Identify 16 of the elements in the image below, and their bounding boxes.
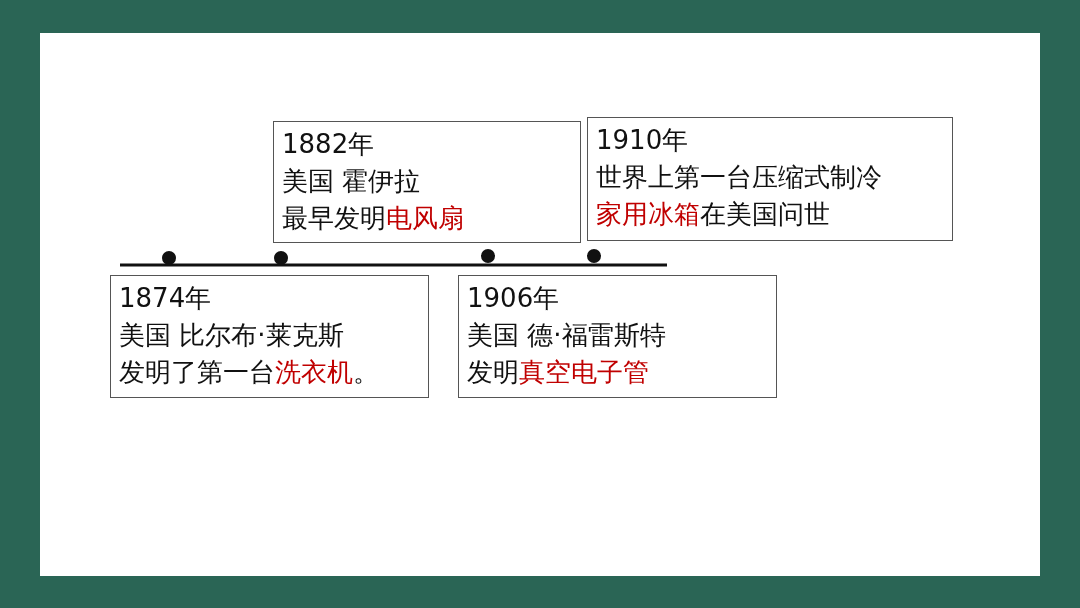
event-text: 家用冰箱在美国问世 — [596, 198, 831, 231]
event-box — [110, 275, 429, 398]
event-text: 美国 比尔布·莱克斯 — [119, 319, 345, 352]
event-box — [587, 117, 953, 241]
event-text: 世界上第一台压缩式制冷 — [596, 161, 883, 194]
event-text: 发明了第一台洗衣机。 — [119, 356, 380, 389]
event-text: 发明真空电子管 — [467, 356, 650, 389]
year-text: 1906年 — [467, 282, 561, 315]
event-text: 最早发明电风扇 — [282, 202, 465, 235]
year-text: 1910年 — [596, 124, 690, 157]
year-text: 1874年 — [119, 282, 213, 315]
year-text: 1882年 — [282, 128, 376, 161]
event-box — [458, 275, 777, 398]
event-box — [273, 121, 581, 243]
event-text: 美国 德·福雷斯特 — [467, 319, 667, 352]
event-text: 美国 霍伊拉 — [282, 165, 422, 198]
